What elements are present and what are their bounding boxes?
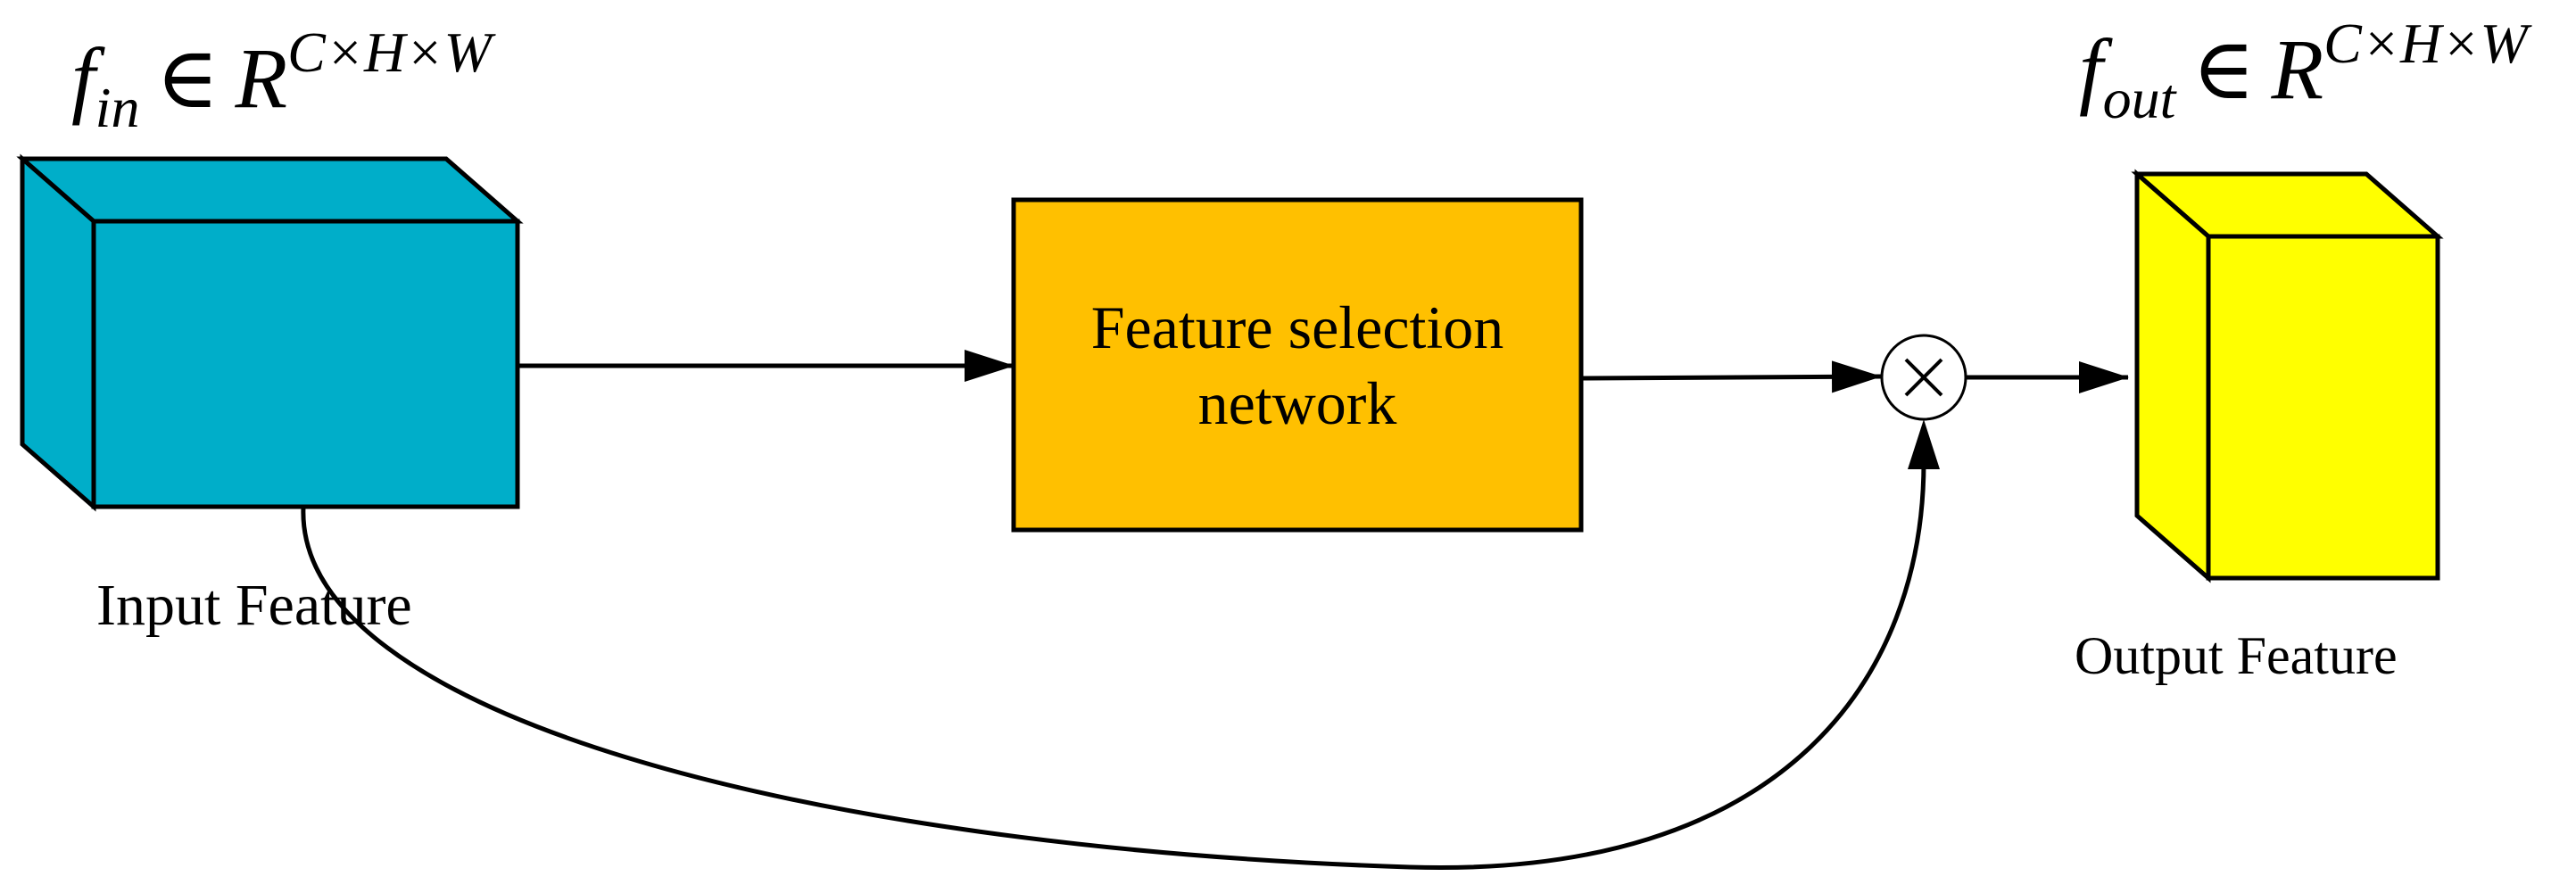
input-feature-cube xyxy=(16,153,524,512)
multiply-icon-stroke-b xyxy=(1904,358,1943,397)
output-cube-front xyxy=(2206,234,2440,581)
output-formula-superscript: C×H×W xyxy=(2323,12,2532,75)
arrow-network-to-multiply xyxy=(1580,360,1882,393)
skip-connection-arrow xyxy=(301,461,1926,871)
input-formula-space: R xyxy=(235,30,288,126)
network-label-line1: Feature selection xyxy=(1091,294,1504,361)
input-formula-subscript: in xyxy=(95,76,140,139)
multiply-node xyxy=(1880,334,1967,421)
network-label-line2: network xyxy=(1198,369,1397,437)
skip-connection-arrowhead xyxy=(1908,419,1940,469)
input-cube-front xyxy=(91,219,520,509)
output-feature-label: Output Feature xyxy=(2075,626,2398,685)
output-formula-relation: ∈ xyxy=(2191,21,2255,117)
input-formula: fin∈RC×H×W xyxy=(71,21,496,139)
output-formula: fout∈RC×H×W xyxy=(2079,12,2532,130)
output-feature-cube xyxy=(2131,169,2444,583)
input-cube-top xyxy=(16,156,524,224)
output-formula-subscript: out xyxy=(2103,67,2178,130)
input-cube-side xyxy=(20,153,96,512)
output-cube-side xyxy=(2134,169,2211,583)
input-formula-superscript: C×H×W xyxy=(287,21,496,84)
feature-selection-network-box xyxy=(1011,197,1584,533)
input-formula-relation: ∈ xyxy=(155,30,219,126)
output-formula-space: R xyxy=(2271,21,2324,117)
